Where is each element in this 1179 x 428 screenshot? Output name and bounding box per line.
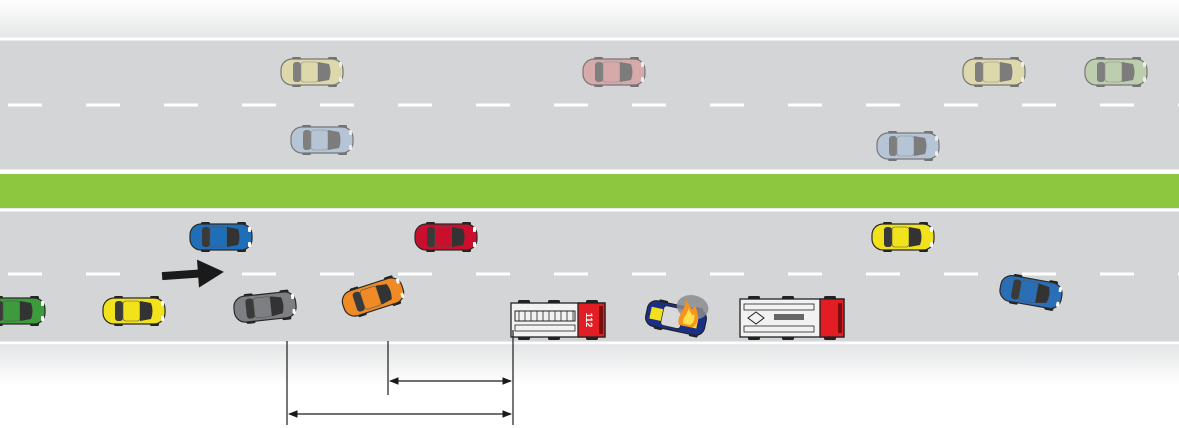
upper-car-blue-1	[291, 125, 353, 155]
upper-car-yellow-2	[963, 57, 1025, 87]
upper-car-red	[583, 57, 645, 87]
fire-truck-badge: 112	[584, 313, 594, 328]
upper-car-yellow-1	[281, 57, 343, 87]
bottom-shoulder	[0, 345, 1179, 385]
car-blue-1	[190, 222, 252, 252]
fire-truck-2	[740, 296, 844, 340]
upper-car-blue-2	[877, 131, 939, 161]
car-red	[415, 222, 477, 252]
upper-car-green	[1085, 57, 1147, 87]
car-green-partial	[0, 296, 45, 326]
fire-truck-1: 112	[511, 300, 605, 340]
car-yellow-1	[103, 296, 165, 326]
grass-median	[0, 174, 1179, 208]
car-yellow-2	[872, 222, 934, 252]
top-shoulder	[0, 0, 1179, 38]
